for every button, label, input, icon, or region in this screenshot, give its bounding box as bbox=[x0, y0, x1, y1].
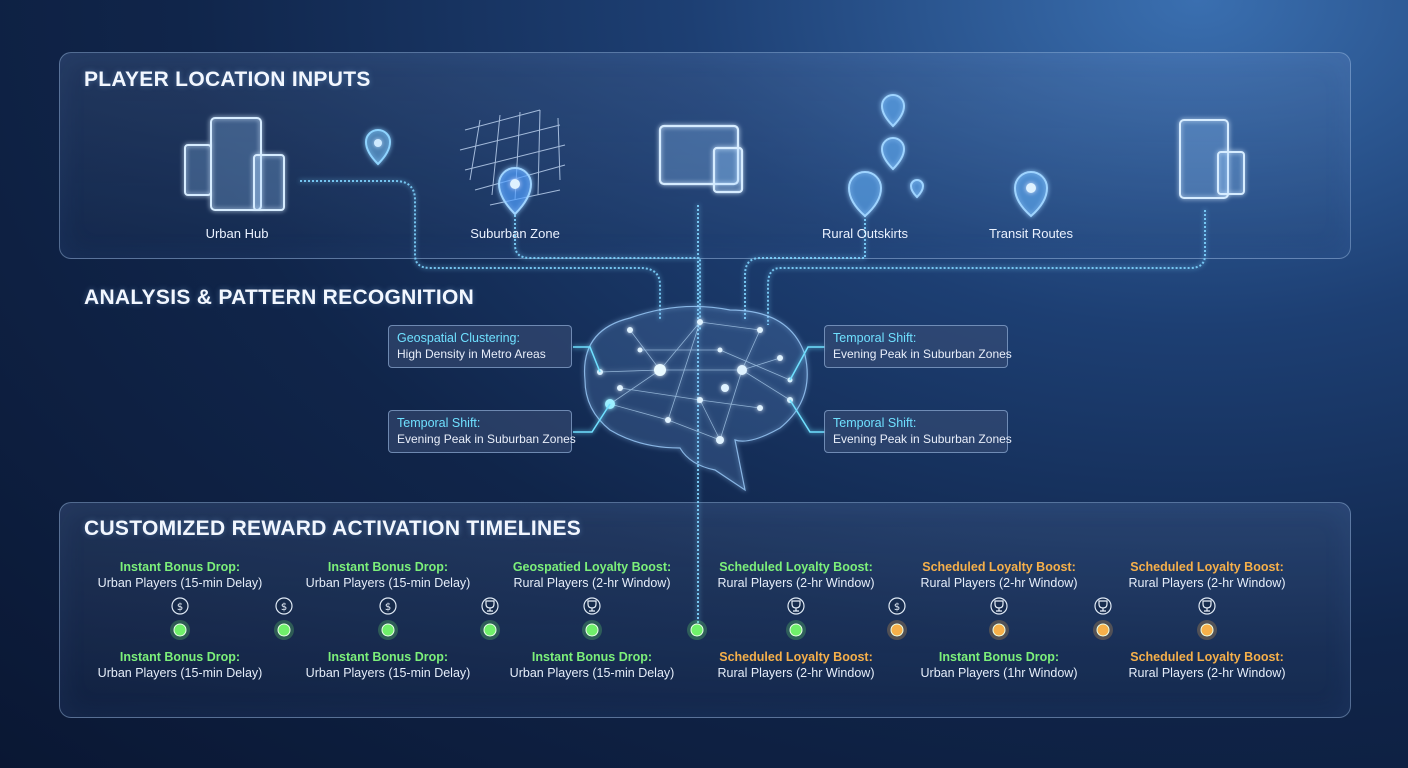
timeline-node[interactable] bbox=[483, 623, 497, 637]
timeline-node[interactable] bbox=[173, 623, 187, 637]
timeline-icons: $ $ $ $ bbox=[171, 597, 1216, 615]
dollar-icon: $ bbox=[171, 597, 189, 615]
connector-urban bbox=[300, 180, 661, 320]
event-title: Geospatied Loyalty Boost: bbox=[512, 560, 672, 574]
map-grid-icon bbox=[459, 109, 566, 206]
trophy-icon bbox=[787, 597, 805, 615]
event-subtitle: Urban Players (15-min Delay) bbox=[509, 666, 675, 680]
event-subtitle: Urban Players (1hr Window) bbox=[920, 666, 1078, 680]
event-subtitle: Rural Players (2-hr Window) bbox=[513, 576, 671, 590]
timeline-node[interactable] bbox=[1096, 623, 1110, 637]
svg-text:$: $ bbox=[177, 602, 183, 613]
timeline-node[interactable] bbox=[381, 623, 395, 637]
event-title: Instant Bonus Drop: bbox=[119, 650, 241, 664]
insight-box: Temporal Shift: Evening Peak in Suburban… bbox=[824, 410, 1012, 453]
timeline-node[interactable] bbox=[789, 623, 803, 637]
timeline-nodes bbox=[170, 620, 1217, 640]
timeline-node[interactable] bbox=[890, 623, 904, 637]
pin-icon-1 bbox=[364, 128, 392, 166]
insight-box: Geospatial Clustering: High Density in M… bbox=[388, 325, 572, 368]
transit-pin-icon bbox=[1013, 170, 1049, 218]
timeline-node[interactable] bbox=[690, 623, 704, 637]
brain-network bbox=[583, 305, 808, 492]
event-subtitle: Urban Players (15-min Delay) bbox=[97, 576, 263, 590]
event-subtitle: Urban Players (15-min Delay) bbox=[305, 576, 471, 590]
timeline-event-bottom: Instant Bonus Drop: Urban Players (1hr W… bbox=[899, 649, 1099, 681]
trophy-icon bbox=[990, 597, 1008, 615]
location-label-rural: Rural Outskirts bbox=[822, 226, 908, 241]
event-title: Scheduled Loyalty Boost: bbox=[922, 560, 1076, 574]
location-label-transit: Transit Routes bbox=[988, 226, 1074, 241]
timeline-event-top: Scheduled Loyalty Boost: Rural Players (… bbox=[696, 559, 896, 591]
timeline-event-top: Instant Bonus Drop: Urban Players (15-mi… bbox=[288, 559, 488, 591]
timeline-event-bottom: Instant Bonus Drop: Urban Players (15-mi… bbox=[80, 649, 280, 681]
insight-title: Temporal Shift: bbox=[833, 416, 917, 430]
transit-devices-icon bbox=[1179, 119, 1245, 199]
timeline-event-top: Scheduled Loyalty Boost: Rural Players (… bbox=[1107, 559, 1307, 591]
insight-title: Temporal Shift: bbox=[833, 331, 917, 345]
event-title: Instant Bonus Drop: bbox=[327, 650, 449, 664]
event-subtitle: Urban Players (15-min Delay) bbox=[97, 666, 263, 680]
suburban-pin-icon bbox=[497, 166, 533, 216]
dollar-icon: $ bbox=[275, 597, 293, 615]
insight-title: Geospatial Clustering: bbox=[397, 331, 520, 345]
event-title: Scheduled Loyalty Boost: bbox=[1130, 650, 1284, 664]
event-title: Scheduled Loyalty Boost: bbox=[719, 560, 873, 574]
event-title: Instant Bonus Drop: bbox=[531, 650, 653, 664]
inputs-title: PLAYER LOCATION INPUTS bbox=[84, 68, 371, 91]
insight-subtitle: Evening Peak in Suburban Zones bbox=[833, 432, 1012, 446]
svg-text:$: $ bbox=[894, 602, 900, 613]
timeline-event-top: Geospatied Loyalty Boost: Rural Players … bbox=[492, 559, 692, 591]
insight-title: Temporal Shift: bbox=[397, 416, 481, 430]
insight-subtitle: Evening Peak in Suburban Zones bbox=[833, 347, 1012, 361]
event-title: Instant Bonus Drop: bbox=[327, 560, 449, 574]
timeline-event-top: Instant Bonus Drop: Urban Players (15-mi… bbox=[80, 559, 280, 591]
timeline-event-top: Scheduled Loyalty Boost: Rural Players (… bbox=[899, 559, 1099, 591]
event-title: Instant Bonus Drop: bbox=[938, 650, 1060, 664]
event-subtitle: Rural Players (2-hr Window) bbox=[920, 576, 1078, 590]
rural-pins-icon bbox=[847, 93, 925, 218]
trophy-icon bbox=[1094, 597, 1112, 615]
trophy-icon bbox=[1198, 597, 1216, 615]
insight-subtitle: High Density in Metro Areas bbox=[397, 347, 546, 361]
timeline-event-bottom: Instant Bonus Drop: Urban Players (15-mi… bbox=[288, 649, 488, 681]
analysis-title: ANALYSIS & PATTERN RECOGNITION bbox=[84, 286, 475, 309]
event-title: Scheduled Loyalty Boost: bbox=[719, 650, 873, 664]
event-subtitle: Rural Players (2-hr Window) bbox=[1128, 666, 1286, 680]
timeline-event-bottom: Instant Bonus Drop: Urban Players (15-mi… bbox=[492, 649, 692, 681]
event-title: Instant Bonus Drop: bbox=[119, 560, 241, 574]
timeline-node[interactable] bbox=[277, 623, 291, 637]
insight-box: Temporal Shift: Evening Peak in Suburban… bbox=[824, 325, 1012, 368]
event-title: Scheduled Loyalty Boost: bbox=[1130, 560, 1284, 574]
timelines-panel bbox=[59, 502, 1351, 718]
insight-subtitle: Evening Peak in Suburban Zones bbox=[397, 432, 576, 446]
urban-hub-icon bbox=[184, 117, 285, 211]
svg-text:$: $ bbox=[385, 602, 391, 613]
event-subtitle: Rural Players (2-hr Window) bbox=[1128, 576, 1286, 590]
event-subtitle: Rural Players (2-hr Window) bbox=[717, 576, 875, 590]
timeline-node[interactable] bbox=[585, 623, 599, 637]
connector-transit bbox=[767, 210, 1206, 325]
insight-box: Temporal Shift: Evening Peak in Suburban… bbox=[388, 410, 576, 453]
tablet-icon bbox=[658, 124, 744, 194]
trophy-icon bbox=[481, 597, 499, 615]
timeline-event-bottom: Scheduled Loyalty Boost: Rural Players (… bbox=[1107, 649, 1307, 681]
dollar-icon: $ bbox=[379, 597, 397, 615]
connector-rural bbox=[744, 215, 866, 320]
dollar-icon: $ bbox=[888, 597, 906, 615]
location-label-suburban: Suburban Zone bbox=[470, 226, 560, 241]
timelines-title: CUSTOMIZED REWARD ACTIVATION TIMELINES bbox=[84, 517, 582, 540]
timeline-node[interactable] bbox=[992, 623, 1006, 637]
trophy-icon bbox=[583, 597, 601, 615]
event-subtitle: Rural Players (2-hr Window) bbox=[717, 666, 875, 680]
event-subtitle: Urban Players (15-min Delay) bbox=[305, 666, 471, 680]
connector-suburban bbox=[514, 215, 701, 330]
svg-text:$: $ bbox=[281, 602, 287, 613]
location-label-urban: Urban Hub bbox=[205, 226, 269, 241]
timeline-node[interactable] bbox=[1200, 623, 1214, 637]
timeline-event-bottom: Scheduled Loyalty Boost: Rural Players (… bbox=[696, 649, 896, 681]
